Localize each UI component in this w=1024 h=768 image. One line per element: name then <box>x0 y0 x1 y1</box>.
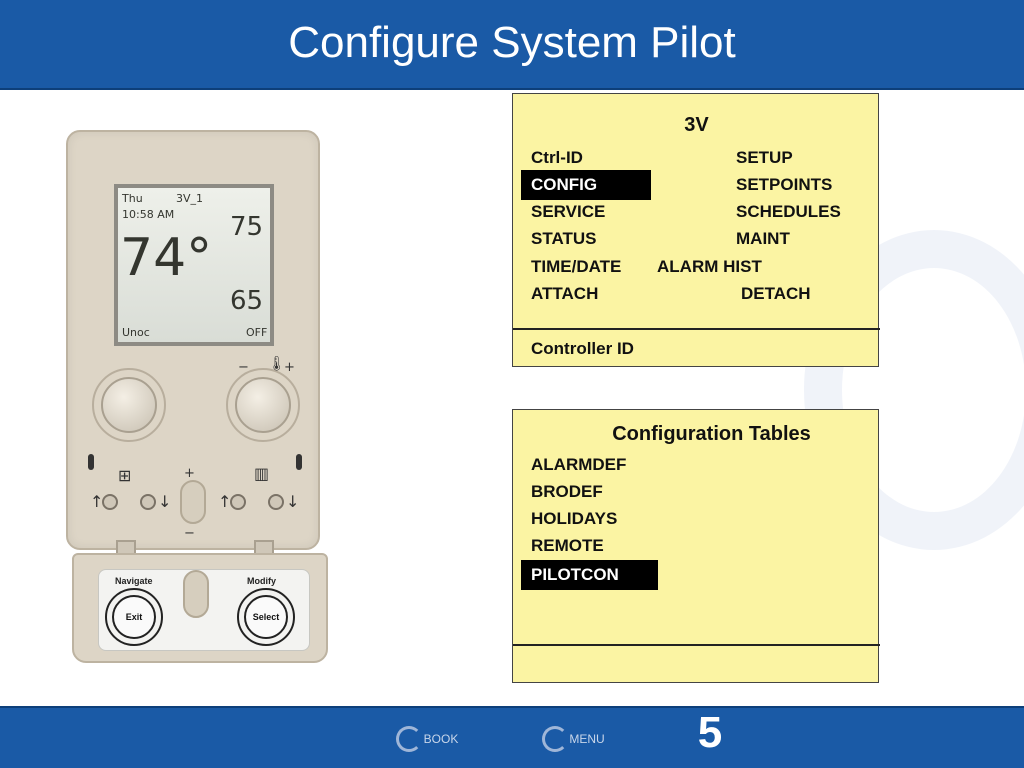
thermostat-flap: Navigate Modify Exit Select <box>72 553 328 663</box>
menu-button[interactable]: MENU <box>542 726 618 752</box>
menu-item-status[interactable]: STATUS <box>531 229 597 248</box>
table-item-holidays[interactable]: HOLIDAYS <box>531 509 618 528</box>
menu-item-setup[interactable]: SETUP <box>736 148 793 167</box>
table-item-remote[interactable]: REMOTE <box>531 536 604 555</box>
setpoint-knob[interactable] <box>235 377 291 433</box>
down-arrow-icon: ↓ <box>158 492 172 511</box>
menu-item-detach[interactable]: DETACH <box>741 284 811 303</box>
fan-down-button[interactable] <box>140 494 156 510</box>
menu-item-config-selected[interactable]: CONFIG <box>521 170 651 200</box>
book-button[interactable]: BOOK <box>396 726 472 752</box>
menu-item-service[interactable]: SERVICE <box>531 202 606 221</box>
menu-item-setpoints[interactable]: SETPOINTS <box>736 175 833 194</box>
lcd-temperature: 74° <box>120 228 213 288</box>
menu-item-schedules[interactable]: SCHEDULES <box>736 202 841 221</box>
main-menu-title: 3V <box>684 114 709 136</box>
header-bar <box>0 0 1024 90</box>
footer-bar <box>0 706 1024 768</box>
right-indicator-slot <box>296 454 302 470</box>
lcd-occupancy: Unoc <box>122 326 150 339</box>
lcd-screen: Thu 3V_1 10:58 AM 74° 75 65 Unoc OFF <box>114 184 274 346</box>
thermometer-icon: 🌡 <box>268 356 286 372</box>
lcd-zone: 3V_1 <box>176 192 204 205</box>
config-tables-panel: Configuration Tables ALARMDEF BRODEF HOL… <box>512 409 880 683</box>
table-item-brodef[interactable]: BRODEF <box>531 482 603 501</box>
select-button[interactable]: Select <box>244 595 288 639</box>
lcd-day: Thu <box>122 192 143 205</box>
thermostat-device: Thu 3V_1 10:58 AM 74° 75 65 Unoc OFF − 🌡… <box>66 130 320 550</box>
config-tables-title: Configuration Tables <box>612 423 811 445</box>
flap-button-panel: Navigate Modify Exit Select <box>98 569 310 651</box>
flap-oval-button[interactable] <box>183 570 209 618</box>
center-rocker-button[interactable] <box>180 480 206 524</box>
minus-label: − <box>238 360 249 375</box>
menu-item-maint[interactable]: MAINT <box>736 229 790 248</box>
up-arrow-icon: ↑ <box>90 492 104 511</box>
lcd-time: 10:58 AM <box>122 208 175 221</box>
config-tables-divider <box>513 644 880 646</box>
slide-title: Configure System Pilot <box>288 18 736 67</box>
display-icon: ▥ <box>254 464 270 483</box>
fan-up-button[interactable] <box>102 494 118 510</box>
menu-item-ctrl-id[interactable]: Ctrl-ID <box>531 148 583 167</box>
center-plus-label: + <box>184 466 195 481</box>
menu-item-time-date[interactable]: TIME/DATE <box>531 257 622 276</box>
table-item-alarmdef[interactable]: ALARMDEF <box>531 455 627 474</box>
display-down-button[interactable] <box>268 494 284 510</box>
table-item-pilotcon-selected[interactable]: PILOTCON <box>521 560 658 590</box>
modify-label: Modify <box>247 576 276 586</box>
select-button-ring <box>237 588 295 646</box>
up-arrow-icon-2: ↑ <box>218 492 232 511</box>
navigate-knob[interactable] <box>101 377 157 433</box>
display-up-button[interactable] <box>230 494 246 510</box>
plus-label: + <box>284 360 295 375</box>
menu-arc-icon <box>542 726 568 752</box>
lcd-cool-setpoint: 65 <box>230 286 264 316</box>
main-menu-panel: 3V Ctrl-ID CONFIG SERVICE STATUS TIME/DA… <box>512 93 880 367</box>
navigate-label: Navigate <box>115 576 153 586</box>
menu-item-alarm-hist[interactable]: ALARM HIST <box>657 257 762 276</box>
setpoint-knob-ring <box>226 368 300 442</box>
exit-button-ring <box>105 588 163 646</box>
exit-button[interactable]: Exit <box>112 595 156 639</box>
book-label: BOOK <box>423 732 459 746</box>
book-arc-icon <box>396 726 422 752</box>
lcd-mode: OFF <box>246 326 268 339</box>
left-indicator-slot <box>88 454 94 470</box>
menu-label: MENU <box>569 732 605 746</box>
down-arrow-icon-2: ↓ <box>286 492 300 511</box>
lcd-heat-setpoint: 75 <box>230 212 264 242</box>
main-menu-status: Controller ID <box>531 339 634 358</box>
fan-icon: ⊞ <box>118 466 132 485</box>
navigate-knob-ring <box>92 368 166 442</box>
main-menu-divider <box>513 328 880 330</box>
page-number: 5 <box>697 708 723 757</box>
center-minus-label: − <box>184 526 195 541</box>
menu-item-attach[interactable]: ATTACH <box>531 284 599 303</box>
